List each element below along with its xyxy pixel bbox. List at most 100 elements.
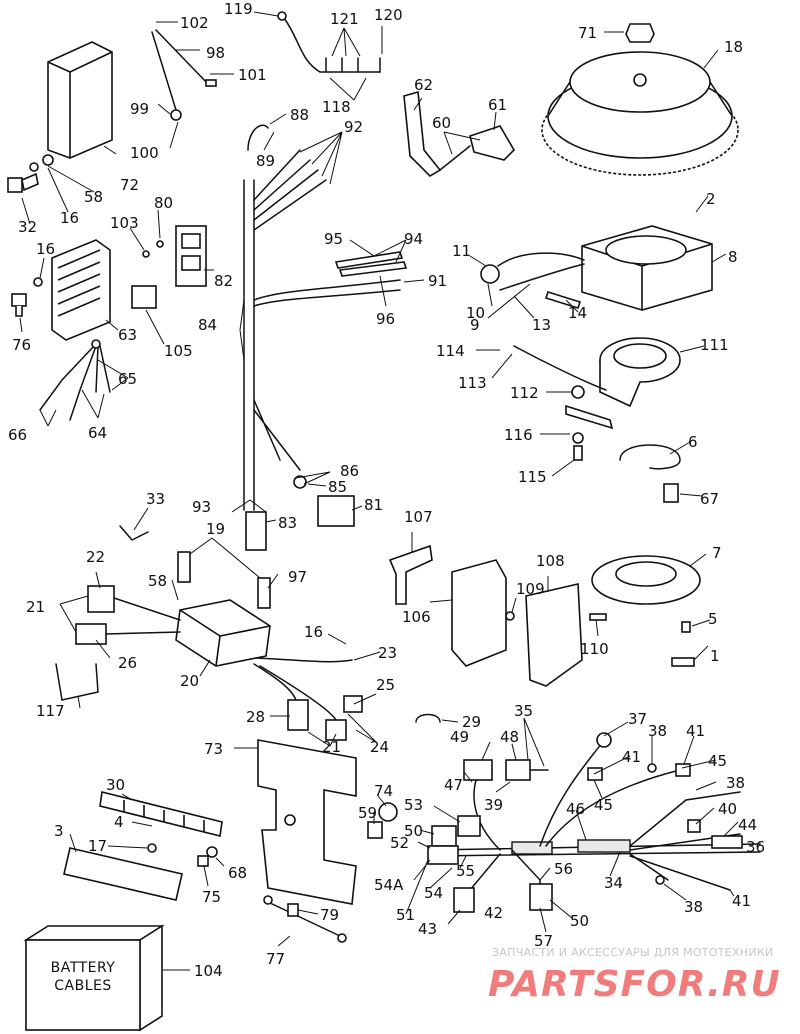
callout-72: 72 (120, 176, 139, 194)
part-9-14-connector (480, 252, 585, 309)
callout-16a: 16 (60, 209, 79, 227)
callout-44: 44 (738, 816, 757, 834)
callout-77: 77 (266, 950, 285, 968)
callout-58a: 58 (84, 188, 103, 206)
callout-46: 46 (566, 800, 585, 818)
callout-23: 23 (378, 644, 397, 662)
callout-62: 62 (414, 76, 433, 94)
callout-34: 34 (604, 874, 623, 892)
callout-53: 53 (404, 796, 423, 814)
callout-68: 68 (228, 864, 247, 882)
callout-81: 81 (364, 496, 383, 514)
battery-label-line2: CABLES (54, 978, 112, 994)
callout-112: 112 (510, 384, 539, 402)
part-8-stator (581, 225, 713, 311)
part-1-5-small (671, 621, 695, 667)
callout-66: 66 (8, 426, 27, 444)
callout-48: 48 (500, 728, 519, 746)
part-64-66-leads (39, 339, 111, 421)
callout-55: 55 (456, 862, 475, 880)
leader-lines (19, 11, 743, 971)
callout-37: 37 (628, 710, 647, 728)
part-94-96-leads (334, 251, 408, 277)
callout-41b: 41 (622, 748, 641, 766)
part-76-bolt (11, 293, 27, 317)
callout-7: 7 (712, 544, 722, 562)
callout-9: 9 (470, 316, 480, 334)
callout-56: 56 (554, 860, 573, 878)
callout-19: 19 (206, 520, 225, 538)
callout-115: 115 (518, 468, 547, 486)
part-99-102-lead (151, 29, 217, 121)
part-73-plate (257, 739, 357, 905)
part-34-harness (429, 732, 761, 901)
callout-16b: 16 (36, 240, 55, 258)
callout-85: 85 (328, 478, 347, 496)
callout-42: 42 (484, 904, 503, 922)
callout-labels: 1 2 3 4 5 6 7 8 9 10 11 13 14 16 16 16 1… (8, 0, 765, 980)
callout-43: 43 (418, 920, 437, 938)
callout-3: 3 (54, 822, 64, 840)
callout-95: 95 (324, 230, 343, 248)
callout-79: 79 (320, 906, 339, 924)
part-21-26-leads (75, 585, 181, 645)
callout-21b: 21 (322, 738, 341, 756)
part-106-107-bracket (388, 544, 507, 667)
callout-2: 2 (706, 190, 716, 208)
callout-75: 75 (202, 888, 221, 906)
part-111-coil (513, 337, 681, 430)
callout-36: 36 (746, 838, 765, 856)
callout-45b: 45 (594, 796, 613, 814)
part-104-battery-box (23, 924, 165, 1032)
callout-39: 39 (484, 796, 503, 814)
callout-21a: 21 (26, 598, 45, 616)
callout-117: 117 (36, 702, 65, 720)
part-6-clip (619, 444, 681, 470)
callout-6: 6 (688, 433, 698, 451)
callout-94: 94 (404, 230, 423, 248)
callout-83: 83 (278, 514, 297, 532)
callout-38b: 38 (726, 774, 745, 792)
part-50-55-connectors (427, 815, 553, 913)
part-18-flywheel (541, 51, 739, 176)
callout-50b: 50 (570, 912, 589, 930)
callout-99: 99 (130, 100, 149, 118)
callout-5: 5 (708, 610, 718, 628)
callout-24: 24 (370, 738, 389, 756)
part-118-121-straps (277, 11, 381, 73)
callout-86: 86 (340, 462, 359, 480)
part-68-75 (197, 846, 218, 867)
callout-74: 74 (374, 782, 393, 800)
part-30-strip (63, 791, 223, 901)
callout-57: 57 (534, 932, 553, 950)
callout-20: 20 (180, 672, 199, 690)
part-84-main-harness (243, 124, 401, 511)
part-19-bolts (177, 551, 271, 609)
callout-64: 64 (88, 424, 107, 442)
callout-89: 89 (256, 152, 275, 170)
callout-54: 54 (424, 884, 443, 902)
callout-71: 71 (578, 24, 597, 42)
callout-102: 102 (180, 14, 209, 32)
callout-4: 4 (114, 813, 124, 831)
callout-58b: 58 (148, 572, 167, 590)
callout-32: 32 (18, 218, 37, 236)
callout-82: 82 (214, 272, 233, 290)
part-82-terminal (142, 225, 207, 287)
callout-97: 97 (288, 568, 307, 586)
part-115-116-screw (572, 432, 584, 461)
callout-88: 88 (290, 106, 309, 124)
callout-50a: 50 (404, 822, 423, 840)
callout-118: 118 (322, 98, 351, 116)
part-20-power-pack (175, 599, 271, 667)
callout-47: 47 (444, 776, 463, 794)
callout-110: 110 (580, 640, 609, 658)
callout-106: 106 (402, 608, 431, 626)
callout-109: 109 (516, 580, 545, 598)
part-71-nut (625, 23, 655, 43)
callout-73: 73 (204, 740, 223, 758)
part-33-clip (119, 525, 149, 541)
part-7-timer-base (591, 555, 701, 605)
callout-96: 96 (376, 310, 395, 328)
part-77-ground (263, 895, 347, 943)
